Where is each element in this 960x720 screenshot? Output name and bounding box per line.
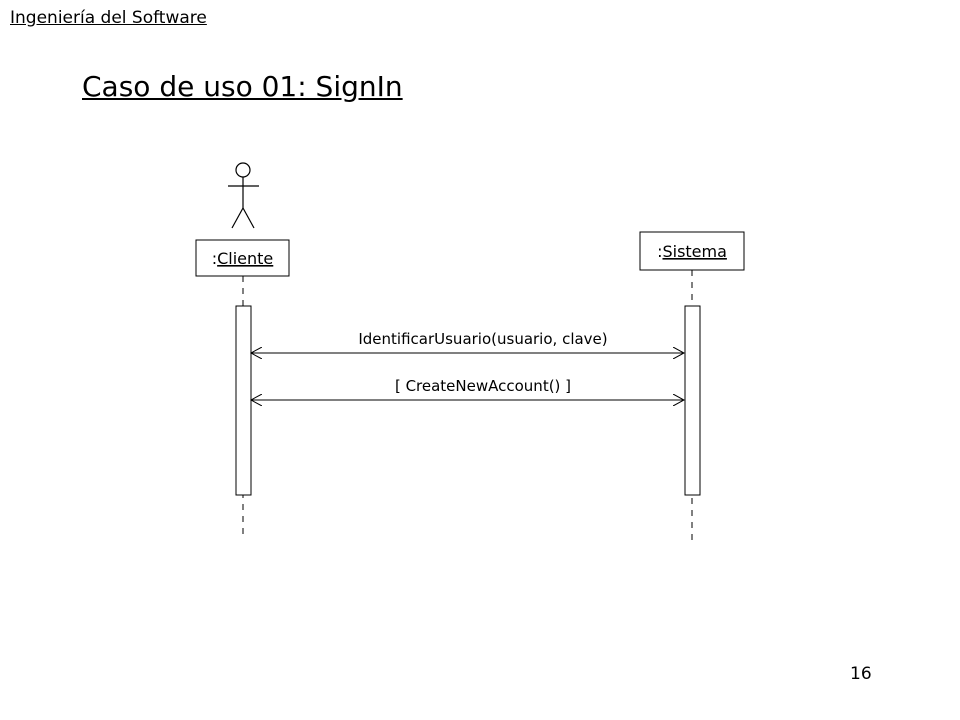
sistema-object: :Sistema bbox=[639, 231, 745, 271]
sistema-name: Sistema bbox=[662, 242, 726, 261]
message-label-1: IdentificarUsuario(usuario, clave) bbox=[358, 330, 607, 348]
svg-text::Sistema: :Sistema bbox=[657, 242, 727, 261]
sistema-activation-bar bbox=[684, 305, 701, 496]
sistema-prefix: : bbox=[657, 242, 662, 261]
message-label-2: [ CreateNewAccount() ] bbox=[395, 377, 571, 395]
cliente-prefix: : bbox=[212, 249, 217, 268]
slide-title: Caso de uso 01: SignIn bbox=[82, 70, 403, 103]
cliente-object: :Cliente bbox=[195, 239, 290, 277]
header-title: Ingeniería del Software bbox=[10, 8, 207, 28]
cliente-name: Cliente bbox=[217, 249, 273, 268]
page-number: 16 bbox=[850, 664, 872, 684]
actor-icon bbox=[228, 162, 259, 229]
cliente-activation-bar bbox=[235, 305, 252, 496]
svg-text::Cliente: :Cliente bbox=[212, 249, 274, 268]
